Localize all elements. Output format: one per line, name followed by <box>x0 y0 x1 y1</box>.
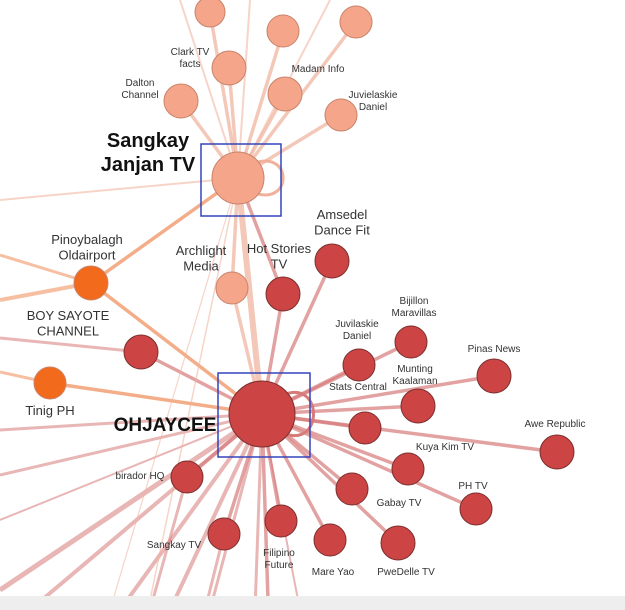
offscreen-edge <box>208 413 264 610</box>
label-birador: birador HQ <box>116 471 165 482</box>
node-clark[interactable] <box>211 50 247 86</box>
node-juvielaskie[interactable] <box>324 98 358 132</box>
node-pinas-news[interactable] <box>476 358 512 394</box>
label-mare-yao: Mare Yao <box>312 567 355 578</box>
label-ohjaycee: OHJAYCEE <box>114 415 217 436</box>
label-stats-central: Stats Central <box>329 382 387 393</box>
node-top3[interactable] <box>339 5 373 39</box>
offscreen-edge <box>0 336 142 354</box>
edge-ohjaycee-sangkay_janjan <box>235 177 265 415</box>
highlight-layer <box>200 143 311 458</box>
node-ohjaycee[interactable] <box>228 380 296 448</box>
self-loop-sangkay_janjan <box>255 159 285 197</box>
node-hot-stories[interactable] <box>265 276 301 312</box>
node-amsedel[interactable] <box>314 243 350 279</box>
node-kuya-kim[interactable] <box>391 452 425 486</box>
node-filipino-future[interactable] <box>264 504 298 538</box>
highlight-box-sangkay-janjan <box>200 143 282 217</box>
label-gabay: Gabay TV <box>377 498 422 509</box>
node-top1[interactable] <box>194 0 226 28</box>
node-bijillon[interactable] <box>394 325 428 359</box>
edge-sangkay_janjan-pinoybalagh <box>89 176 240 285</box>
label-madam: Madam Info <box>292 64 345 75</box>
offscreen-edge <box>179 0 239 179</box>
node-juvilaskie[interactable] <box>342 348 376 382</box>
label-sangkay-tv: Sangkay TV <box>147 540 202 551</box>
highlight-box-ohjaycee <box>217 372 311 458</box>
edge-ohjaycee-pinas_news <box>261 374 495 416</box>
node-layer <box>33 0 575 561</box>
node-tinig[interactable] <box>33 366 67 400</box>
offscreen-edge <box>109 177 239 610</box>
label-kuya-kim: Kuya Kim TV <box>416 442 474 453</box>
node-top2[interactable] <box>266 14 300 48</box>
node-stats-central[interactable] <box>348 411 382 445</box>
bottom-border <box>0 596 625 610</box>
label-tinig: Tinig PH <box>25 403 74 418</box>
node-mare-yao[interactable] <box>313 523 347 557</box>
edge-ohjaycee-tinig <box>49 381 263 416</box>
node-sangkay-janjan[interactable] <box>211 151 265 205</box>
edge-ohjaycee-pinoybalagh <box>89 281 264 416</box>
edge-ohjaycee-awe_republic <box>261 412 558 454</box>
label-ph-tv: PH TV <box>458 481 488 492</box>
offscreen-edge <box>28 412 264 610</box>
offscreen-edge <box>237 0 251 179</box>
node-boy-sayote[interactable] <box>123 334 159 370</box>
offscreen-edge <box>148 476 189 610</box>
node-pinoybalagh[interactable] <box>73 265 109 301</box>
edge-sangkay_janjan-top1 <box>208 11 240 179</box>
label-pwedelle: PweDelle TV <box>377 567 435 578</box>
node-pwedelle[interactable] <box>380 525 416 561</box>
node-archlight[interactable] <box>215 271 249 305</box>
offscreen-edge <box>0 177 239 201</box>
self-loop-ohjaycee <box>284 390 315 438</box>
label-pinas-news: Pinas News <box>468 344 521 355</box>
node-sangkay-tv[interactable] <box>207 517 241 551</box>
node-awe-republic[interactable] <box>539 434 575 470</box>
offscreen-edge <box>168 413 264 610</box>
offscreen-edge <box>118 412 264 610</box>
label-awe-republic: Awe Republic <box>525 419 586 430</box>
node-munting[interactable] <box>400 388 436 424</box>
offscreen-edge <box>149 177 239 601</box>
edge-ohjaycee-ph_tv <box>261 412 477 511</box>
node-madam[interactable] <box>267 76 303 112</box>
node-gabay[interactable] <box>335 472 369 506</box>
node-dalton[interactable] <box>163 83 199 119</box>
node-birador[interactable] <box>170 460 204 494</box>
node-ph-tv[interactable] <box>459 492 493 526</box>
